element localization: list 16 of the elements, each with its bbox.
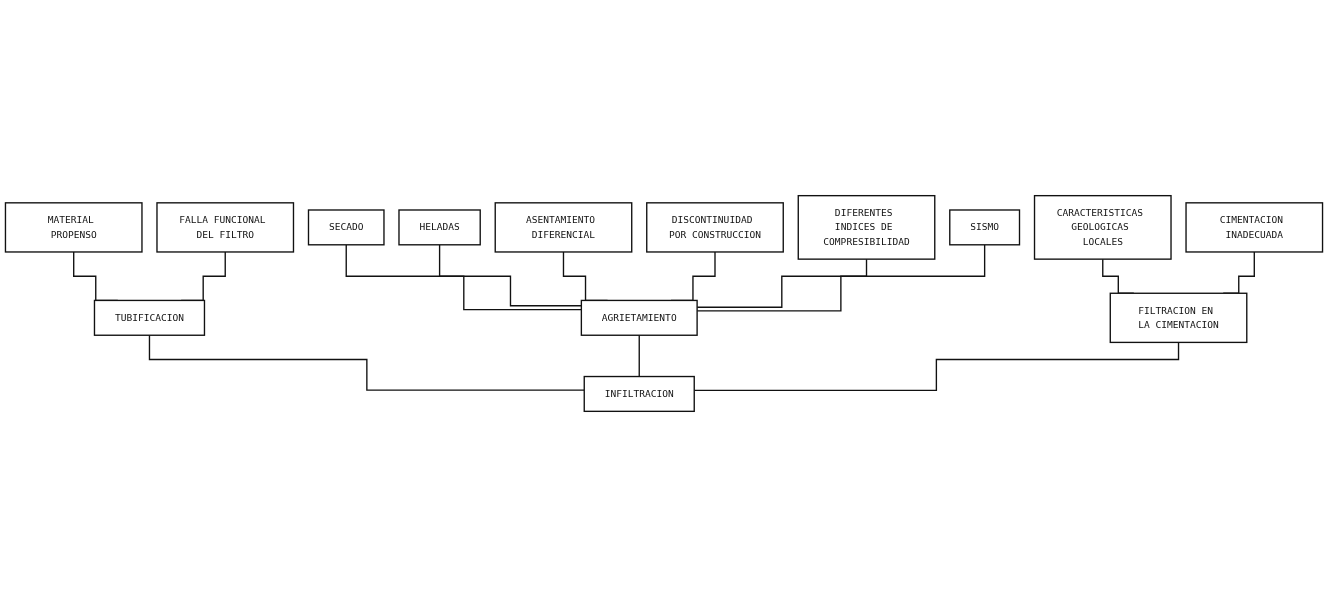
node-box: FILTRACION EN LA CIMENTACION: [1109, 292, 1248, 344]
connector: [638, 334, 640, 378]
node-box: ASENTAMIENTO DIFERENCIAL: [494, 202, 633, 253]
node-box: CIMENTACION INADECUADA: [1185, 202, 1324, 253]
node-box: INFILTRACION: [583, 375, 695, 413]
node-box: TUBIFICACION: [93, 299, 206, 336]
node-box: DISCONTINUIDAD POR CONSTRUCCION: [646, 202, 784, 253]
node-box: SISMO: [949, 209, 1021, 246]
node-box: DIFERENTES INDICES DE COMPRESIBILIDAD: [797, 194, 936, 260]
connector: [148, 334, 585, 391]
node-box: CARACTERISTICAS GEOLOGICAS LOCALES: [1033, 194, 1172, 260]
node-box: SECADO: [307, 209, 385, 246]
node-box: FALLA FUNCIONAL DEL FILTRO: [156, 202, 295, 253]
node-box: AGRIETAMIENTO: [580, 299, 698, 336]
node-box: MATERIAL PROPENSO: [4, 202, 143, 253]
node-box: HELADAS: [398, 209, 481, 246]
